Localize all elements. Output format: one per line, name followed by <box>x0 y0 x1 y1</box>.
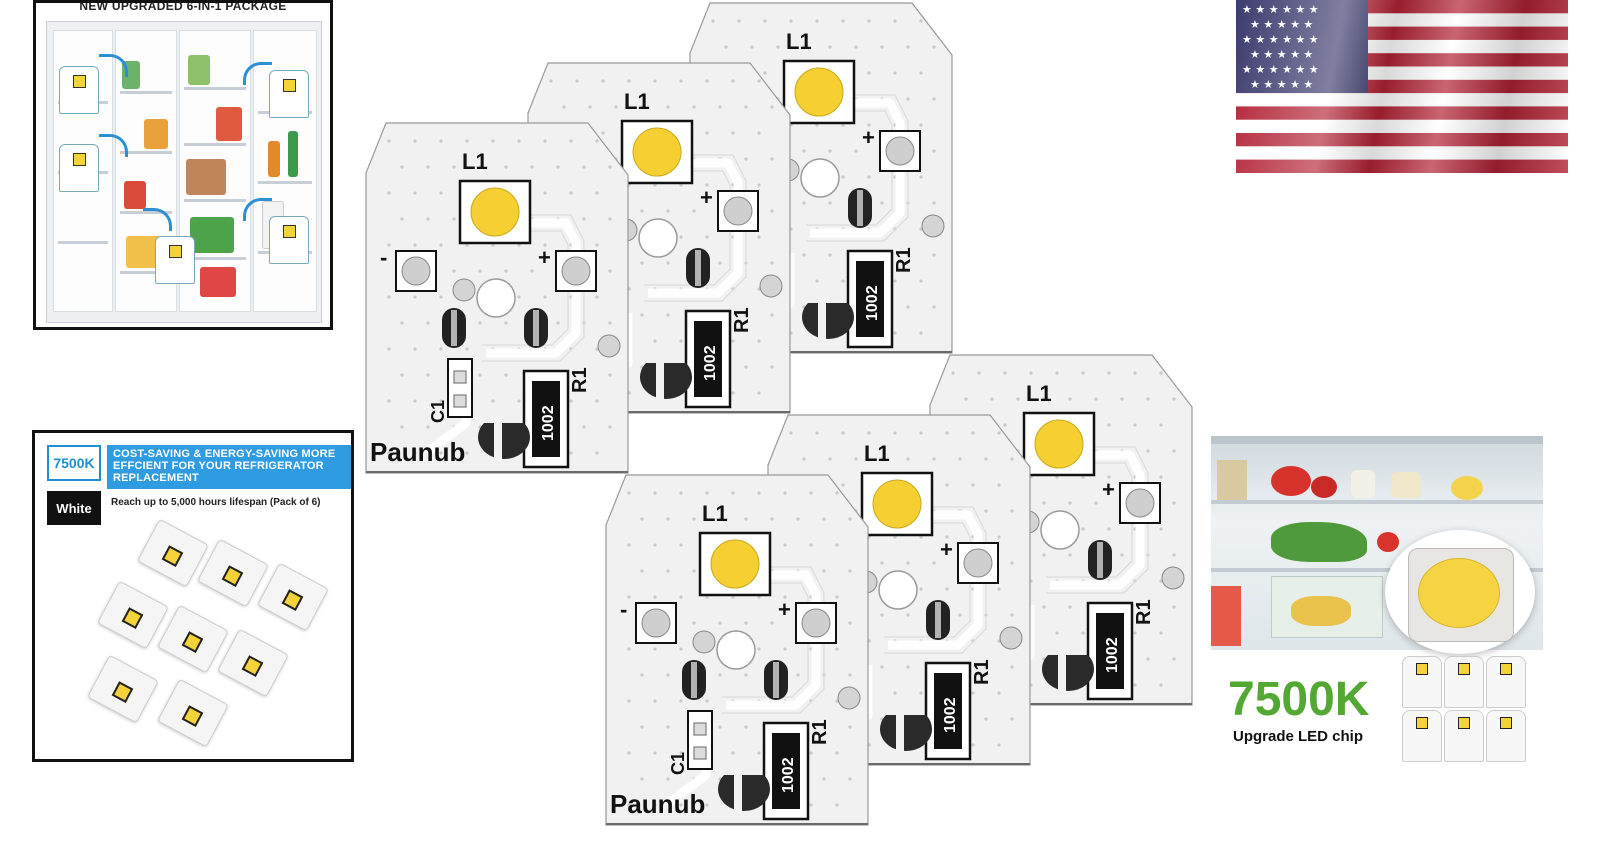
package-title: NEW UPGRADED 6-IN-1 PACKAGE <box>79 0 287 13</box>
resistor-code: 1002 <box>540 405 557 441</box>
info-thumbnail[interactable]: 7500K White COST-SAVING & ENERGY-SAVING … <box>32 430 354 762</box>
plus-sign: + <box>700 185 713 210</box>
l1-label: L1 <box>624 89 650 114</box>
svg-text:★ ★ ★ ★ ★: ★ ★ ★ ★ ★ <box>1250 78 1313 91</box>
info-headline: COST-SAVING & ENERGY-SAVING MORE EFFCIEN… <box>107 445 351 489</box>
c1-label: C1 <box>428 400 448 423</box>
r1-label: R1 <box>569 367 591 393</box>
plus-sign: + <box>940 537 953 562</box>
white-badge: White <box>47 491 101 525</box>
l1-label: L1 <box>702 501 728 526</box>
l1-label: L1 <box>786 29 812 54</box>
color-temp-badge: 7500K <box>47 445 101 481</box>
fridge-illustration <box>46 21 322 323</box>
svg-text:★ ★ ★ ★ ★ ★: ★ ★ ★ ★ ★ ★ <box>1242 63 1319 76</box>
mount-hole <box>1040 510 1080 550</box>
led-emitter <box>1418 558 1500 628</box>
svg-text:★ ★ ★ ★ ★ ★: ★ ★ ★ ★ ★ ★ <box>1242 33 1319 46</box>
plus-sign: + <box>538 245 551 270</box>
capacitor-pad <box>687 710 713 770</box>
c1-label: C1 <box>668 752 688 775</box>
r1-label: R1 <box>731 307 753 333</box>
info-subline: Reach up to 5,000 hours lifespan (Pack o… <box>111 497 321 508</box>
resistor-code: 1002 <box>1104 637 1121 673</box>
mount-hole <box>476 278 516 318</box>
mount-hole <box>800 158 840 198</box>
led-chip <box>710 539 760 589</box>
board-marker-1 <box>59 66 99 114</box>
board-marker-5 <box>155 236 195 284</box>
us-flag-image: ★ ★ ★ ★ ★ ★ ★ ★ ★ ★ ★ ★ ★ ★ ★ ★ ★ ★ ★ ★ … <box>1236 0 1568 173</box>
brand-label: Paunub <box>370 437 465 467</box>
led-chip <box>1034 419 1084 469</box>
r1-label: R1 <box>893 247 915 273</box>
r1-label: R1 <box>809 719 831 745</box>
mount-hole <box>638 218 678 258</box>
r1-label: R1 <box>971 659 993 685</box>
mount-hole <box>878 570 918 610</box>
resistor-code: 1002 <box>702 345 719 381</box>
svg-text:★ ★ ★ ★ ★ ★: ★ ★ ★ ★ ★ ★ <box>1242 3 1319 16</box>
led-chip <box>794 67 844 117</box>
promo-color-temp: 7500K <box>1228 673 1370 726</box>
package-thumbnail[interactable]: NEW UPGRADED 6-IN-1 PACKAGE <box>33 0 333 330</box>
resistor-code: 1002 <box>864 285 881 321</box>
board-marker-4 <box>269 216 309 264</box>
l1-label: L1 <box>462 149 488 174</box>
board-grid <box>1400 654 1528 762</box>
plus-sign: + <box>1102 477 1115 502</box>
minus-sign: - <box>380 245 387 270</box>
l1-label: L1 <box>864 441 890 466</box>
l1-label: L1 <box>1026 381 1052 406</box>
promo-caption: Upgrade LED chip <box>1233 728 1364 745</box>
led-chip <box>470 187 520 237</box>
minus-sign: - <box>620 597 627 622</box>
led-chip <box>872 479 922 529</box>
mount-hole <box>716 630 756 670</box>
board-marker-2 <box>59 144 99 192</box>
plus-sign: + <box>862 125 875 150</box>
resistor-code: 1002 <box>780 757 797 793</box>
svg-text:★ ★ ★ ★ ★: ★ ★ ★ ★ ★ <box>1250 48 1313 61</box>
plus-sign: + <box>778 597 791 622</box>
r1-label: R1 <box>1133 599 1155 625</box>
brand-label: Paunub <box>610 789 705 819</box>
led-chip <box>632 127 682 177</box>
svg-text:★ ★ ★ ★ ★: ★ ★ ★ ★ ★ <box>1250 18 1313 31</box>
board-marker-3 <box>269 70 309 118</box>
capacitor-pad <box>447 358 473 418</box>
resistor-code: 1002 <box>942 697 959 733</box>
